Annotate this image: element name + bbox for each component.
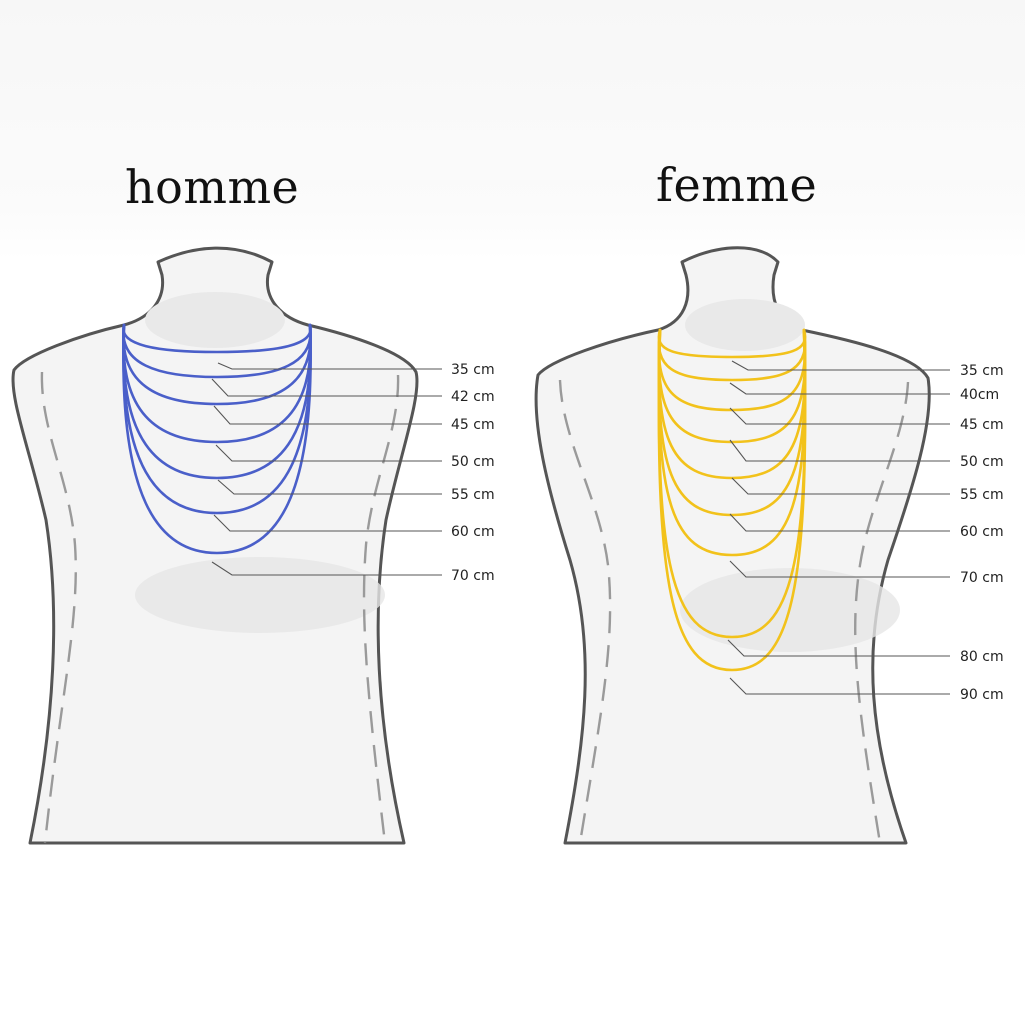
chain-femme-1	[657, 328, 807, 359]
length-label-homme-1: 35 cm	[451, 362, 495, 378]
mannequin-body-homme	[11, 246, 419, 845]
leader-line-femme-8	[727, 639, 950, 657]
leader-line-homme-3	[213, 405, 442, 425]
leader-line-femme-5	[731, 477, 950, 495]
chain-femme-2	[657, 328, 807, 382]
chain-homme-5	[122, 323, 312, 480]
chain-homme-7	[122, 323, 312, 555]
leader-line-femme-1	[731, 360, 950, 371]
length-label-femme-8: 80 cm	[960, 649, 1004, 665]
leader-line-femme-9	[729, 677, 950, 695]
length-label-femme-6: 60 cm	[960, 524, 1004, 540]
seam-left-homme	[40, 371, 77, 844]
length-label-femme-4: 50 cm	[960, 454, 1004, 470]
length-label-femme-9: 90 cm	[960, 687, 1004, 703]
leader-lines-layer	[211, 360, 950, 695]
leader-line-homme-7	[211, 561, 442, 576]
length-label-femme-1: 35 cm	[960, 363, 1004, 379]
length-label-femme-5: 55 cm	[960, 487, 1004, 503]
chain-femme-7	[657, 328, 807, 557]
length-label-homme-3: 45 cm	[451, 417, 495, 433]
leader-line-femme-2	[729, 382, 950, 395]
length-label-femme-2: 40cm	[960, 387, 999, 403]
seam-left-femme	[558, 379, 612, 844]
leader-line-femme-6	[729, 513, 950, 532]
length-label-homme-5: 55 cm	[451, 487, 495, 503]
leader-line-homme-6	[213, 514, 442, 532]
leader-line-homme-1	[217, 362, 442, 370]
length-label-homme-4: 50 cm	[451, 454, 495, 470]
neck-shadow-femme	[685, 299, 805, 351]
neck-shadow-homme	[145, 292, 285, 348]
leader-line-femme-4	[729, 439, 950, 462]
chest-shadow-homme	[135, 557, 385, 633]
length-labels-layer: 35 cm 42 cm 45 cm 50 cm 55 cm 60 cm 70 cm 35 cm…	[451, 362, 1004, 703]
length-label-homme-7: 70 cm	[451, 568, 495, 584]
leader-line-femme-3	[729, 407, 950, 425]
chain-homme-6	[122, 323, 312, 515]
leader-line-homme-2	[211, 378, 442, 397]
chain-homme-1	[122, 323, 312, 354]
chains-layer	[122, 323, 807, 672]
length-label-femme-3: 45 cm	[960, 417, 1004, 433]
chain-homme-2	[122, 323, 312, 379]
length-label-homme-2: 42 cm	[451, 389, 495, 405]
panel-title-homme: homme	[125, 160, 300, 214]
leader-line-homme-4	[215, 444, 442, 462]
length-label-femme-7: 70 cm	[960, 570, 1004, 586]
chain-femme-6	[657, 328, 807, 517]
mannequin-femme	[534, 246, 931, 845]
mannequin-homme	[11, 246, 419, 845]
length-label-homme-6: 60 cm	[451, 524, 495, 540]
chain-homme-4	[122, 323, 312, 444]
seam-right-homme	[362, 374, 400, 844]
panel-title-femme: femme	[656, 158, 818, 212]
chain-femme-9	[657, 328, 807, 672]
leader-line-homme-5	[217, 479, 442, 495]
leader-line-femme-7	[729, 560, 950, 578]
